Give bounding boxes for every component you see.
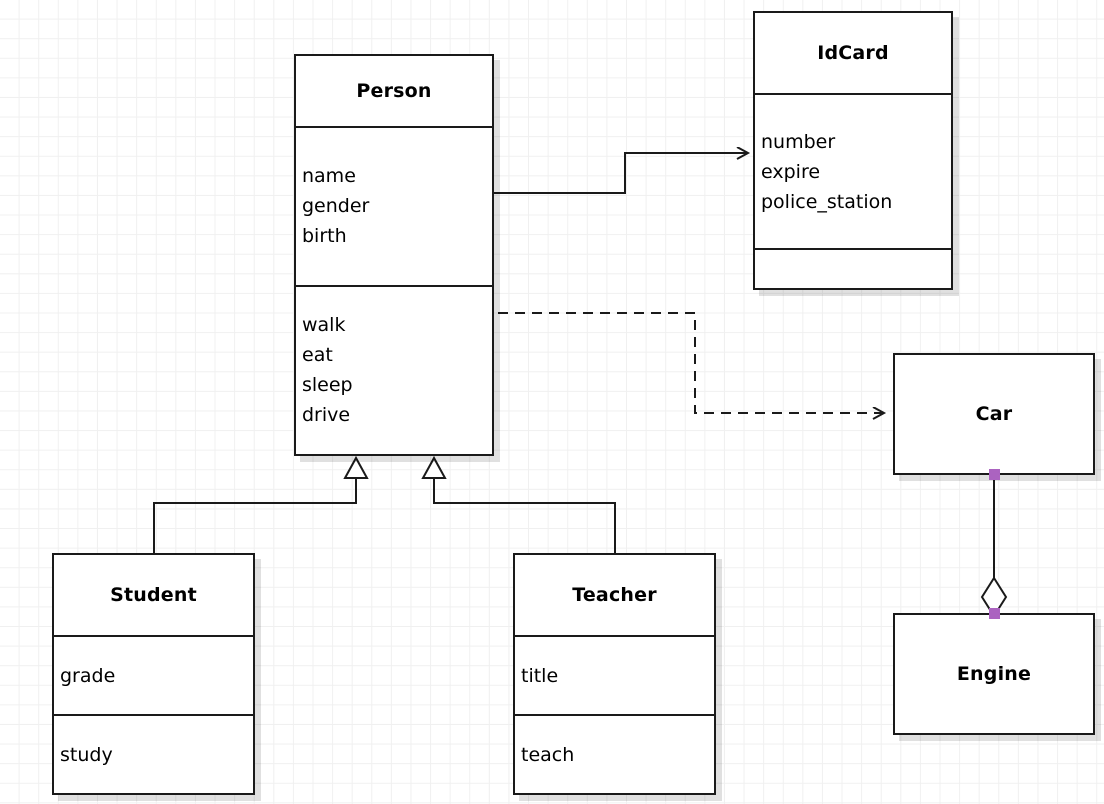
- attribute-row: title: [521, 664, 559, 687]
- operation-row: study: [60, 743, 113, 766]
- class-title-car: Car: [975, 403, 1013, 425]
- attribute-row: name: [302, 165, 356, 188]
- class-box-student[interactable]: Student grade study: [52, 553, 255, 795]
- class-title-idcard: IdCard: [817, 42, 889, 64]
- operation-row: drive: [302, 404, 351, 427]
- class-box-teacher[interactable]: Teacher title teach: [513, 553, 716, 795]
- operation-row: eat: [302, 344, 333, 367]
- attribute-row: gender: [302, 195, 370, 218]
- operation-row: teach: [521, 743, 575, 766]
- edge-handle-car-end[interactable]: [989, 469, 1000, 480]
- generalization-triangle-teacher: [421, 455, 447, 479]
- class-operations-idcard: [755, 248, 951, 288]
- attribute-row: expire: [761, 160, 821, 183]
- class-operations-person: walk eat sleep drive: [296, 284, 492, 454]
- edge-handle-engine-end[interactable]: [989, 608, 1000, 619]
- class-attributes-student: grade: [54, 635, 253, 714]
- operation-row: walk: [302, 314, 346, 337]
- generalization-triangle-student: [343, 455, 369, 479]
- class-title-person: Person: [356, 79, 432, 102]
- edge-person-car[interactable]: [498, 312, 884, 413]
- operation-row: sleep: [302, 374, 353, 397]
- class-box-engine[interactable]: Engine: [893, 613, 1095, 735]
- class-attributes-idcard: number expire police_station: [755, 93, 951, 248]
- class-operations-teacher: teach: [515, 714, 714, 793]
- attribute-row: number: [761, 130, 836, 153]
- class-operations-student: study: [54, 714, 253, 793]
- attribute-row: birth: [302, 225, 347, 248]
- class-box-idcard[interactable]: IdCard number expire police_station: [753, 11, 953, 290]
- class-title-student: Student: [110, 584, 197, 606]
- class-title-teacher: Teacher: [572, 584, 657, 606]
- attribute-row: police_station: [761, 190, 893, 213]
- class-attributes-teacher: title: [515, 635, 714, 714]
- edge-person-idcard[interactable]: [494, 153, 748, 194]
- class-title-engine: Engine: [956, 663, 1032, 685]
- class-box-person[interactable]: Person name gender birth walk eat sleep …: [294, 54, 494, 456]
- edge-teacher-person[interactable]: [433, 478, 616, 553]
- edge-student-person[interactable]: [153, 478, 357, 553]
- attribute-row: grade: [60, 664, 116, 687]
- class-box-car[interactable]: Car: [893, 353, 1095, 475]
- class-attributes-person: name gender birth: [296, 125, 492, 285]
